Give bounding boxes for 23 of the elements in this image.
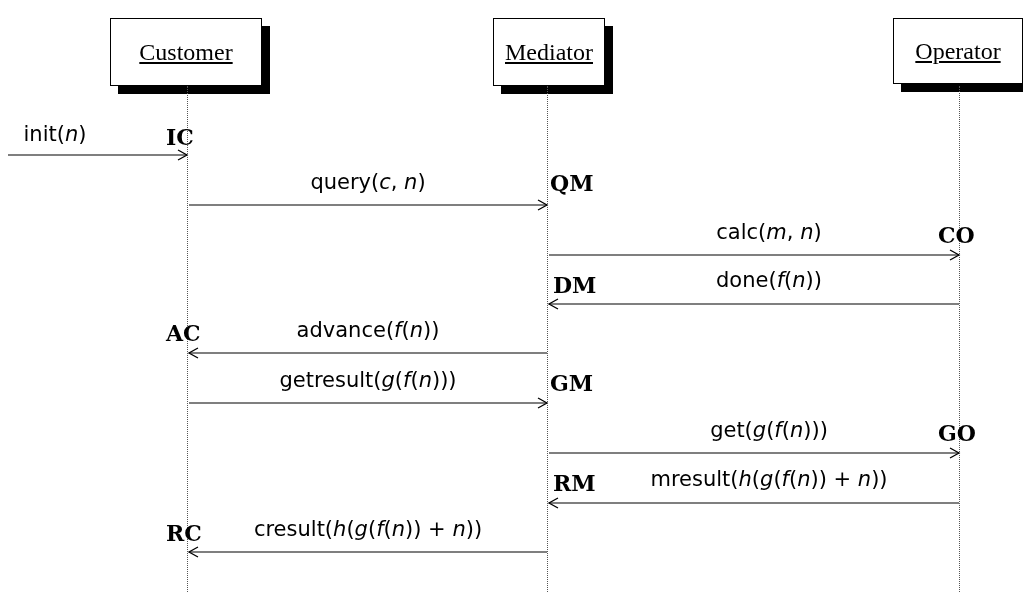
state-label: RM	[553, 470, 596, 496]
state-label: GM	[550, 370, 594, 396]
message-label: get(g(f(n)))	[708, 418, 830, 442]
message-arrow	[548, 249, 960, 261]
message-arrow	[7, 149, 188, 161]
message-arrow	[188, 347, 548, 359]
message-arrow	[188, 199, 548, 211]
state-label: QM	[550, 170, 594, 196]
state-label: AC	[166, 320, 201, 346]
message-arrow	[188, 397, 548, 409]
state-label: DM	[553, 272, 597, 298]
state-label: RC	[166, 520, 202, 546]
lifeline	[959, 86, 961, 592]
message-label: done(f(n))	[714, 268, 824, 292]
message-arrow	[188, 546, 548, 558]
message-arrow	[548, 497, 960, 509]
state-label: GO	[938, 420, 976, 446]
state-label: IC	[166, 124, 194, 150]
lifeline	[547, 86, 549, 592]
state-label: CO	[938, 222, 975, 248]
message-arrow	[548, 447, 960, 459]
lifeline	[187, 86, 189, 592]
message-arrow	[548, 298, 960, 310]
